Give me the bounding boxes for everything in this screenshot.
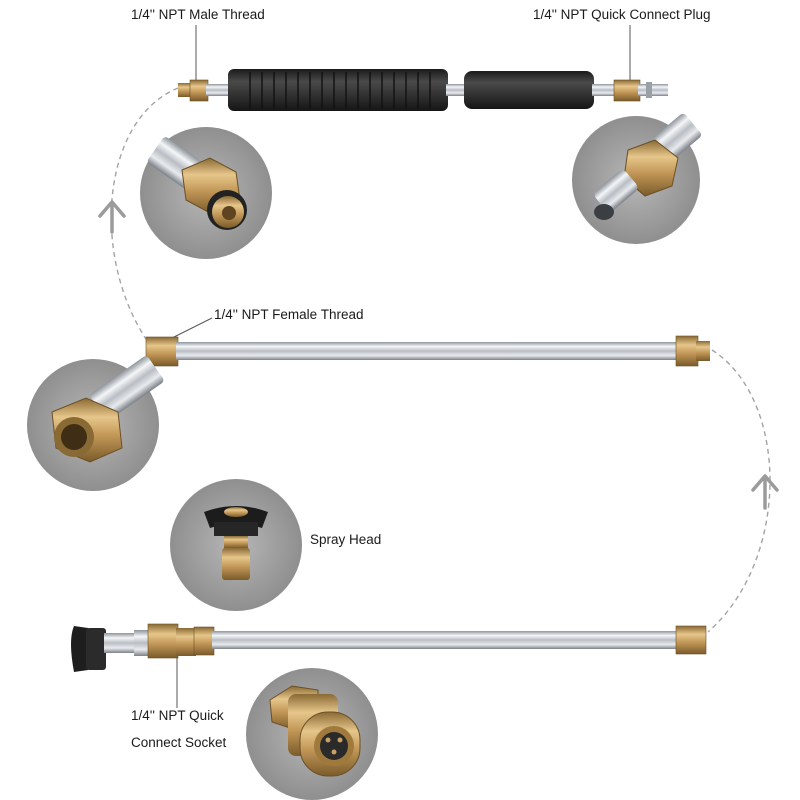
quick-connect-socket-label-1: 1/4'' NPT Quick [131,708,224,723]
female-thread-leader [171,317,213,339]
up-arrow-icon [98,200,126,234]
wand-bottom [71,623,707,672]
male-thread-label: 1/4'' NPT Male Thread [131,7,265,22]
extension-middle [145,335,710,367]
dashed-connector-right [707,349,771,633]
quick-connect-socket-closeup [246,668,378,800]
up-arrow-icon [751,474,779,510]
spray-head-label: Spray Head [310,532,382,547]
spray-head-closeup [170,479,302,611]
female-thread-label: 1/4'' NPT Female Thread [214,307,364,322]
quick-connect-socket-label-2: Connect Socket [131,735,227,750]
quick-connect-plug-label: 1/4'' NPT Quick Connect Plug [533,7,711,22]
male-thread-closeup [140,127,272,259]
quick-connect-plug-closeup [572,113,701,244]
female-thread-closeup [27,356,164,491]
wand-top [178,69,668,111]
